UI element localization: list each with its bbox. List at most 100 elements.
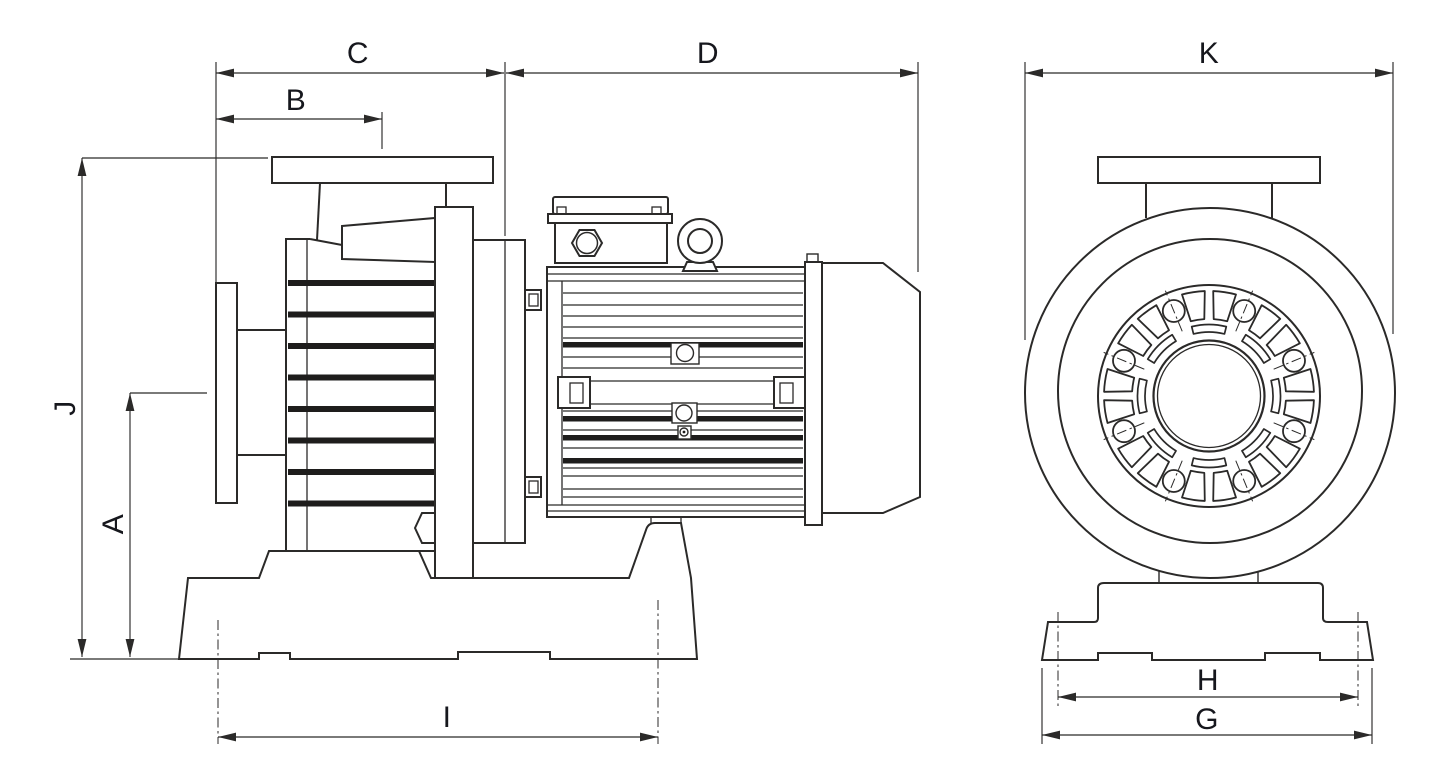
flange-arc-slot xyxy=(1190,323,1228,335)
front-baseplate-outline xyxy=(1040,582,1375,661)
backplate xyxy=(434,206,474,579)
tie-rod-nut xyxy=(779,382,794,404)
side-view: C B D J A I xyxy=(49,37,921,744)
casing-stage-fins xyxy=(288,280,435,507)
dim-label-i: I xyxy=(443,701,452,734)
baseplate xyxy=(177,522,699,660)
lifting-eye xyxy=(677,218,723,272)
bolt-hole-centerlines xyxy=(1103,290,1315,502)
casing-fin xyxy=(288,406,435,412)
motor-fin-band xyxy=(563,458,803,464)
bolt-hole-centerline xyxy=(1273,351,1315,370)
flange-rib xyxy=(1117,435,1153,469)
lifting-eye-hole xyxy=(687,228,713,254)
tie-rod xyxy=(557,376,807,409)
flange-arc-slot xyxy=(1146,333,1177,364)
terminal-box xyxy=(547,196,673,264)
side-view-dimension-labels: C B D J A I xyxy=(49,37,719,734)
flange-bolt-hole xyxy=(1112,348,1136,373)
side-view-dimensions xyxy=(70,62,919,744)
casing-fin xyxy=(288,437,435,444)
baseplate-outline xyxy=(177,522,699,660)
flange-rib xyxy=(1103,399,1136,424)
casing-inner-circle xyxy=(1057,238,1363,544)
flange-arc-slot xyxy=(1241,333,1272,364)
flange-rib xyxy=(1248,452,1282,488)
casing-outer-circle xyxy=(1024,207,1396,579)
front-flange-face xyxy=(1097,156,1321,184)
tie-rod-nut xyxy=(569,382,584,404)
motor-adapter xyxy=(434,206,542,579)
flange-rib xyxy=(1136,304,1170,340)
flange-bolt-hole xyxy=(1161,469,1186,493)
flange-ring-edge xyxy=(1097,284,1321,508)
bolt-hole-centerline xyxy=(1235,290,1254,332)
flange-rib xyxy=(1212,469,1237,502)
flange-rib xyxy=(1181,469,1206,502)
fan-cover-shell xyxy=(821,262,921,514)
volute-casing xyxy=(1024,207,1396,579)
flange-rib xyxy=(1136,452,1170,488)
suction-flange-face xyxy=(215,282,238,504)
flange-bolt-hole xyxy=(1282,419,1306,444)
pump-casing xyxy=(285,216,445,552)
shaft-bore-outer xyxy=(1152,339,1266,453)
casing-shoulder xyxy=(309,238,343,246)
casing-fin xyxy=(288,500,435,507)
flange-arc-slot xyxy=(1270,377,1282,415)
flange-rib xyxy=(1282,368,1315,393)
adapter-lantern xyxy=(472,239,526,544)
fan-cover xyxy=(804,253,921,526)
tie-rod-bracket xyxy=(557,376,591,409)
flange-rib xyxy=(1103,368,1136,393)
casing-fin xyxy=(288,469,435,475)
bolt-hole-centerline xyxy=(1273,422,1315,441)
flange-rib xyxy=(1248,304,1282,340)
casing-fin xyxy=(288,311,435,318)
dim-label-h: H xyxy=(1197,664,1219,697)
terminal-box-lid xyxy=(552,196,669,215)
dim-label-c: C xyxy=(347,37,369,70)
flange-rib xyxy=(1117,323,1153,357)
bolt-hole-centerline xyxy=(1235,460,1254,502)
motor-bosses xyxy=(670,342,700,440)
cable-gland-bore xyxy=(575,231,599,255)
flange-rib xyxy=(1282,399,1315,424)
discharge-flange-face xyxy=(271,156,494,184)
bolt-hole-centerline xyxy=(1164,460,1183,502)
front-view-dimension-labels: K H G xyxy=(1195,37,1219,736)
front-discharge-flange xyxy=(1097,156,1321,219)
adapter-bolt xyxy=(528,480,539,494)
drawing-root: C B D J A I xyxy=(49,37,1396,744)
front-view-dimensions xyxy=(1024,62,1394,744)
dim-label-d: D xyxy=(697,37,719,70)
dim-label-k: K xyxy=(1199,37,1220,70)
flange-rib xyxy=(1265,435,1301,469)
dim-label-b: B xyxy=(286,84,307,117)
suction-flange xyxy=(215,282,286,504)
flange-bolt-hole xyxy=(1282,348,1306,373)
bolt-hole-centerline xyxy=(1103,422,1145,441)
pump-flange-ring xyxy=(1097,284,1321,508)
flange-ribs xyxy=(1103,290,1315,502)
flange-arc-slot xyxy=(1241,428,1272,459)
front-baseplate xyxy=(1040,571,1375,661)
flange-arc-slot xyxy=(1190,457,1228,469)
casing-fin xyxy=(288,280,435,286)
boss xyxy=(675,343,695,363)
dim-label-a: A xyxy=(97,514,130,535)
casing-fin xyxy=(288,343,435,349)
dim-label-j: J xyxy=(49,400,82,416)
boss-dot xyxy=(682,430,686,434)
flange-rib xyxy=(1265,323,1301,357)
terminal-box-flange xyxy=(547,213,673,224)
flange-bolt-hole xyxy=(1232,299,1257,323)
flange-bolt-holes xyxy=(1112,299,1306,493)
flange-bolt-hole xyxy=(1161,299,1186,323)
bolt-hole-centerline xyxy=(1164,290,1183,332)
flange-bolt-hole xyxy=(1232,469,1257,493)
motor xyxy=(546,196,921,526)
front-view: K H G xyxy=(1024,37,1396,744)
adapter-bolt xyxy=(528,293,539,307)
